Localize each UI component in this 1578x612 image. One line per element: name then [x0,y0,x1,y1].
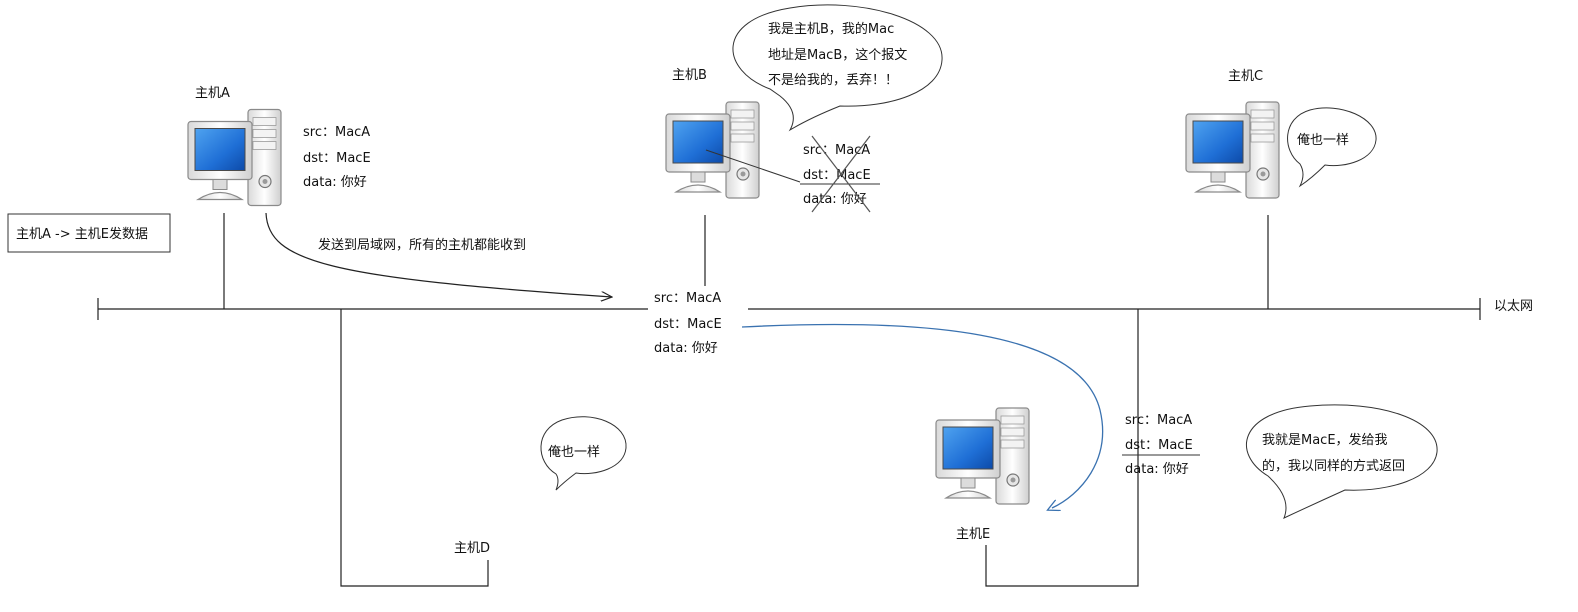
delivery-arrow [741,323,1104,508]
computer-icon [935,407,1030,505]
packet-src: src：MacA [654,291,721,306]
packet-dst: dst：MacE [803,168,871,183]
host-e-label: 主机E [956,527,990,542]
packet-src: src：MacA [803,143,870,158]
broadcast-label: 发送到局域网，所有的主机都能收到 [318,237,526,253]
packet-data: data: 你好 [303,175,367,190]
host-a: 主机A src：MacA dst：MacE data: 你好 [187,86,371,207]
bubble-b-line-3: 不是给我的，丢弃！！ [768,72,898,88]
speech-bubble-d: 俺也一样 [540,416,627,491]
packet-src: src：MacA [303,125,370,140]
bubble-e-line-2: 的，我以同样的方式返回 [1262,458,1405,474]
bubble-b-line-2: 地址是MacB，这个报文 [768,47,907,63]
wire-host-d [340,309,489,587]
host-b-label: 主机B [672,68,707,83]
discard-cross-icon [811,135,871,213]
packet-dst: dst：MacE [1125,438,1193,453]
bubble-b-line-1: 我是主机B，我的Mac [768,21,894,37]
broadcast-arrow: 发送到局域网，所有的主机都能收到 [265,212,612,297]
packet-data: data: 你好 [654,341,718,356]
task-box: 主机A -> 主机E发数据 [7,213,171,253]
bubble-d-text: 俺也一样 [548,445,600,460]
computer-icon [1185,101,1280,199]
ethernet-label: 以太网 [1494,299,1533,314]
bubble-c-text: 俺也一样 [1297,133,1349,148]
host-d: 主机D 俺也一样 [454,416,627,556]
ethernet-bus: 以太网 [97,298,1533,320]
bubble-e-line-1: 我就是MacE，发给我 [1262,432,1388,448]
host-c: 主机C 俺也一样 [1185,69,1377,199]
host-connections [223,213,1269,587]
wire-host-e [985,309,1139,587]
computer-icon [665,101,760,199]
packet-data: data: 你好 [803,192,867,207]
task-box-label: 主机A -> 主机E发数据 [16,226,148,242]
speech-bubble-c: 俺也一样 [1287,107,1377,188]
speech-bubble-e: 我就是MacE，发给我 的，我以同样的方式返回 [1245,404,1438,519]
speech-bubble-b: 我是主机B，我的Mac 地址是MacB，这个报文 不是给我的，丢弃！！ [732,4,943,132]
packet-data: data: 你好 [1125,462,1189,477]
host-c-label: 主机C [1228,69,1263,84]
packet-dst: dst：MacE [303,151,371,166]
bus-packet: src：MacA dst：MacE data: 你好 [648,286,748,356]
computer-icon [187,108,282,207]
host-a-label: 主机A [195,86,230,101]
packet-src: src：MacA [1125,413,1192,428]
host-d-label: 主机D [454,541,490,556]
host-e: 主机E src：MacA dst：MacE data: 你好 我就是MacE，发… [935,404,1438,542]
packet-dst: dst：MacE [654,317,722,332]
host-b: 主机B src：MacA dst：MacE data: 你好 我是主机B，我的M… [665,4,943,213]
